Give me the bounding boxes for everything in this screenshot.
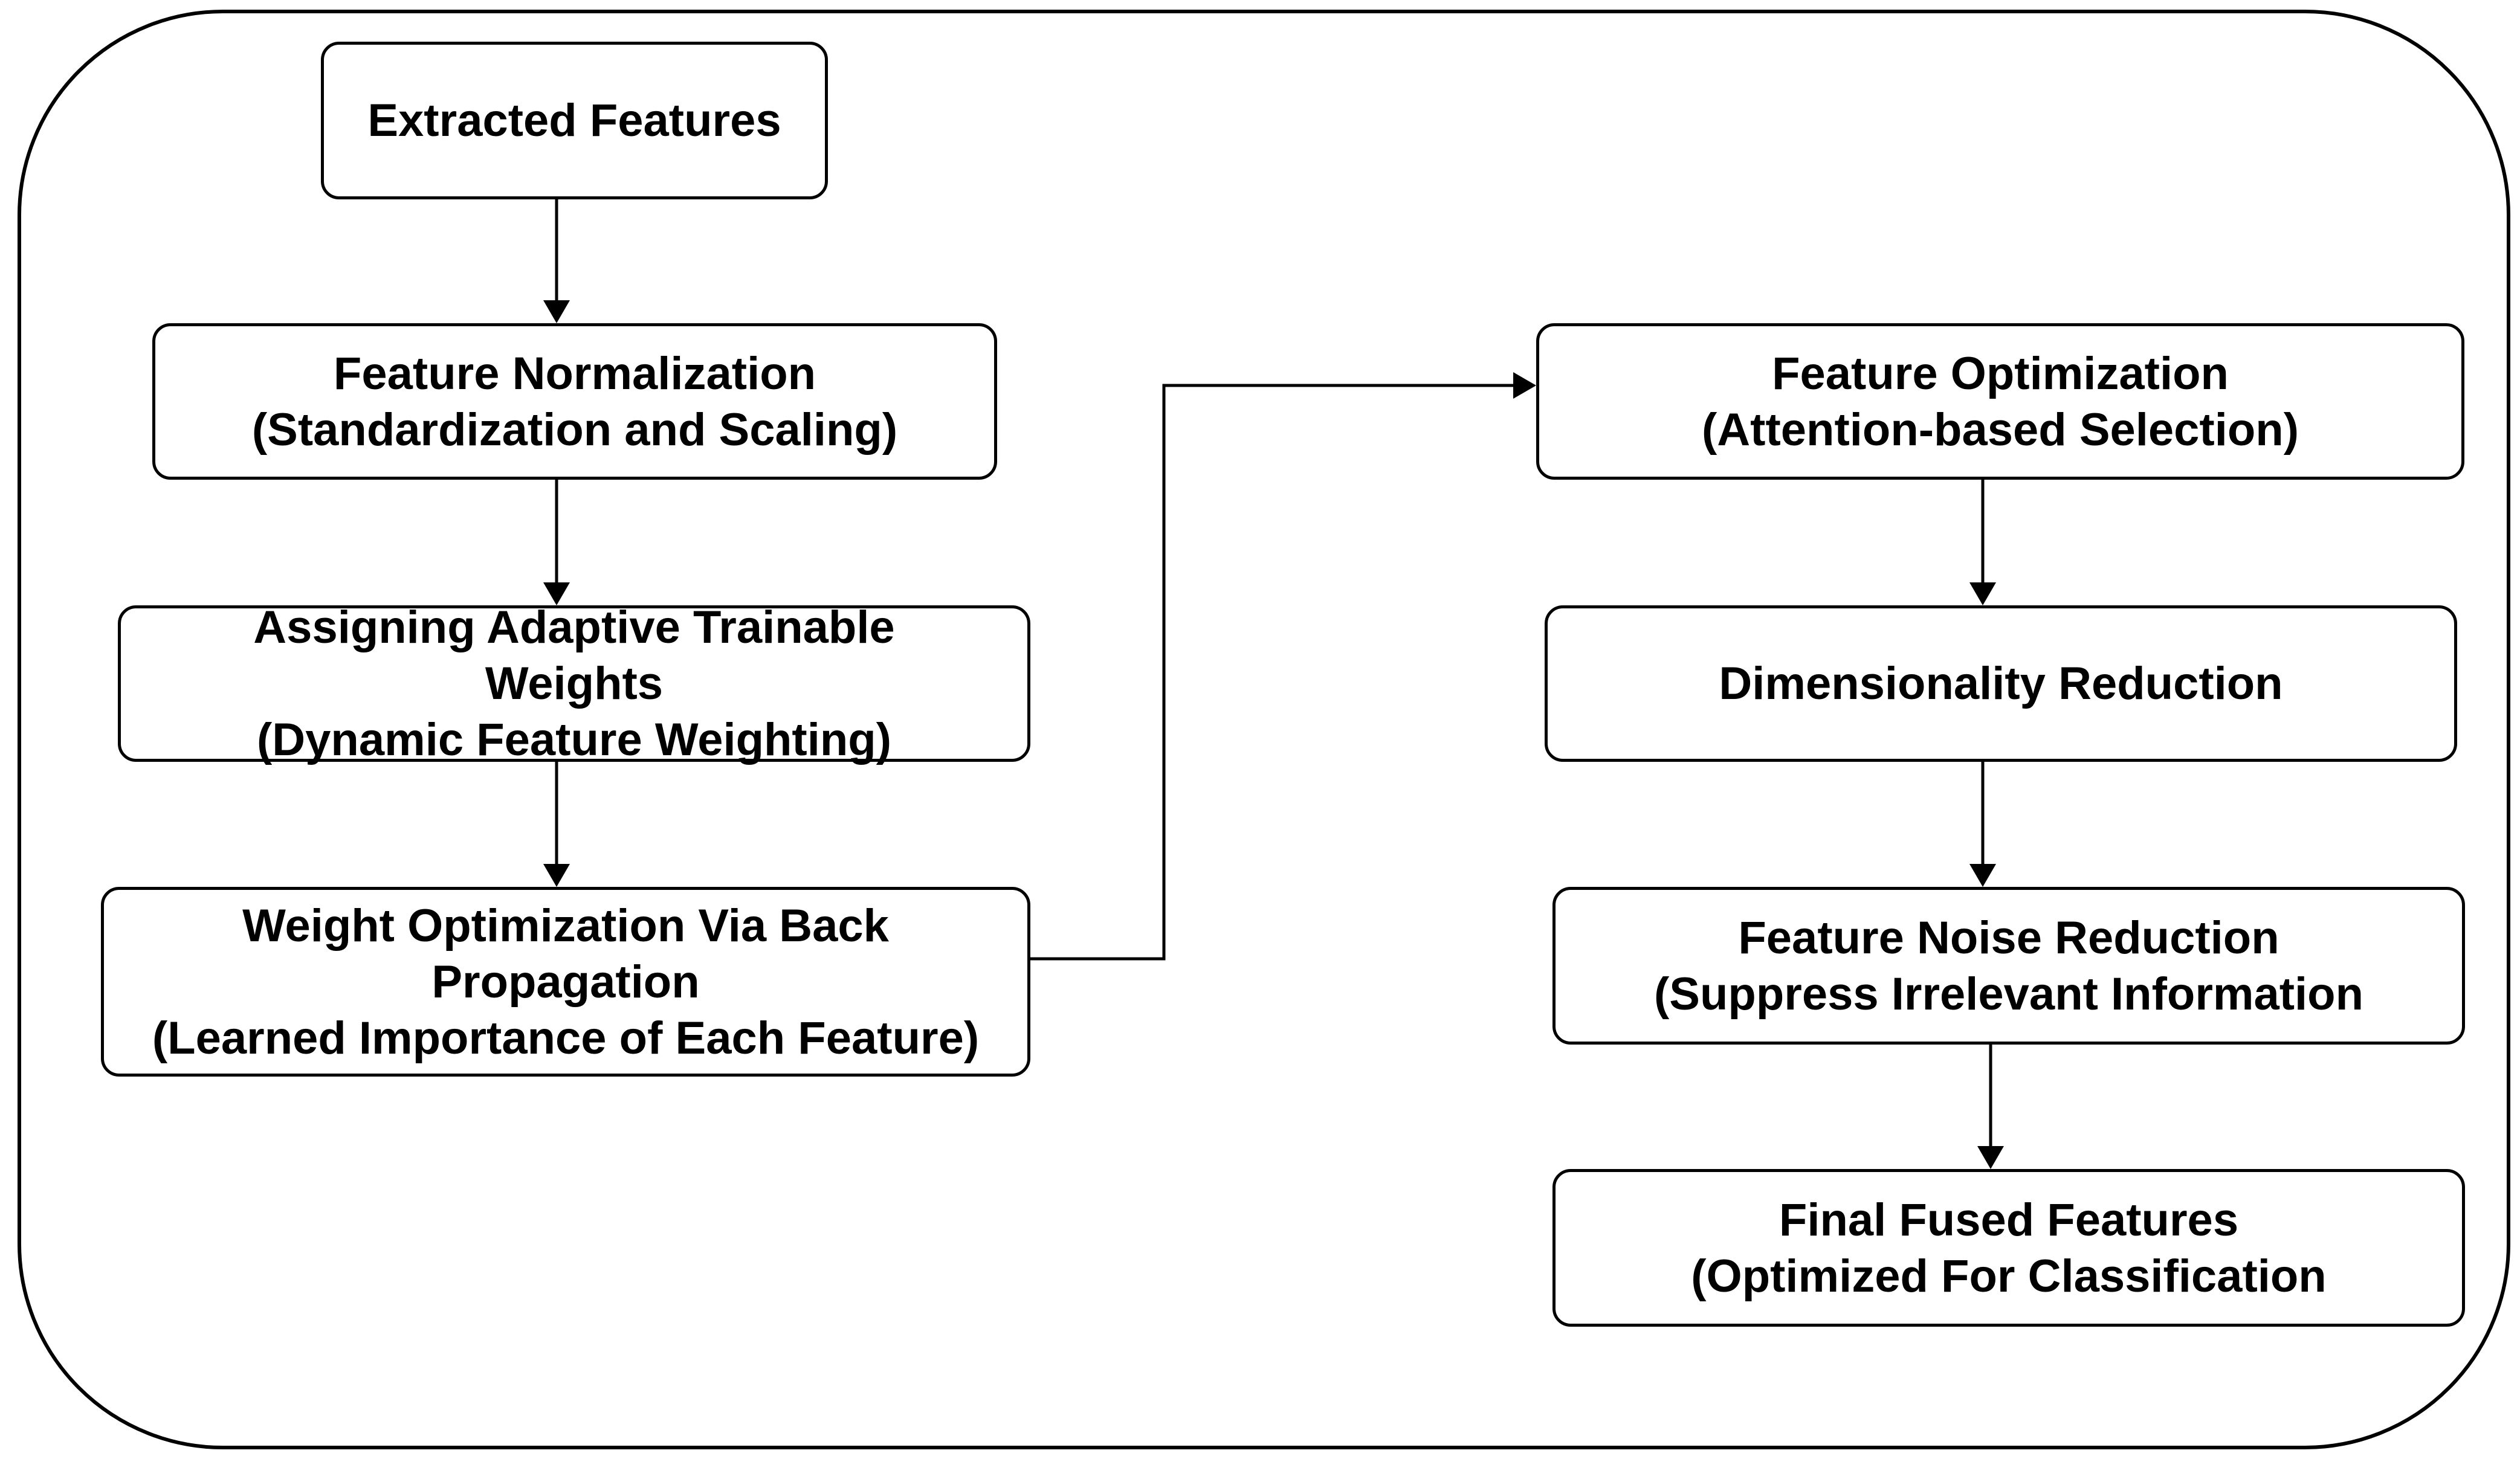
node-feature-optimization: Feature Optimization (Attention-based Se… [1536,323,2464,480]
node-label: Feature Noise Reduction [1738,912,2279,964]
arrowhead-final [1977,1146,2004,1169]
node-label: Weights [485,658,664,709]
arrowhead-normalization [543,300,570,323]
node-dimensionality-reduction: Dimensionality Reduction [1545,605,2457,762]
node-feature-normalization: Feature Normalization (Standardization a… [152,323,997,480]
node-label: Feature Optimization [1772,347,2229,399]
arrowhead-noise [1969,864,1996,887]
node-assigning-weights: Assigning Adaptive Trainable Weights (Dy… [118,602,1030,765]
node-extracted-features: Extracted Features [321,42,828,199]
node-label: Weight Optimization Via Back [242,900,889,952]
node-label: Assigning Adaptive Trainable [253,602,895,653]
node-final-fused-features: Final Fused Features (Optimized For Clas… [1552,1169,2465,1327]
node-sublabel: (Learned Importance of Each Feature) [152,1012,980,1064]
arrowhead-assigning [543,582,570,605]
node-label: Propagation [431,956,700,1008]
arrowhead-backprop [543,864,570,887]
node-label: Extracted Features [367,95,781,146]
node-weight-optimization: Weight Optimization Via Back Propagation… [101,887,1030,1077]
arrowhead-dimred [1969,582,1996,605]
node-feature-noise-reduction: Feature Noise Reduction (Suppress Irrele… [1552,887,2465,1045]
node-label: Dimensionality Reduction [1719,658,2283,709]
node-sublabel: (Dynamic Feature Weighting) [256,714,892,765]
arrow-backprop-to-optimization [1030,384,1515,961]
node-sublabel: (Attention-based Selection) [1701,404,2299,456]
node-sublabel: (Optimized For Classification [1691,1250,2327,1302]
arrowhead-optimization [1513,372,1536,399]
node-sublabel: (Standardization and Scaling) [251,404,898,456]
node-label: Final Fused Features [1779,1194,2239,1246]
node-sublabel: (Suppress Irrelevant Information [1653,968,2364,1020]
node-label: Feature Normalization [333,347,816,399]
